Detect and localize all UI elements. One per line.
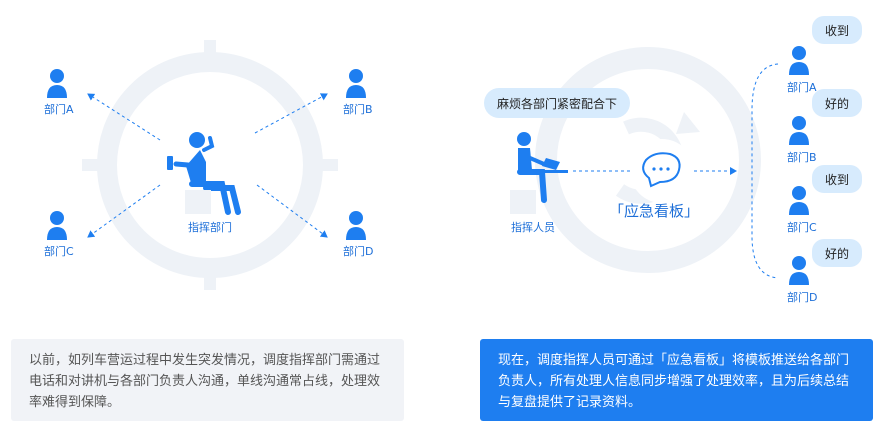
clock-ring-left [82,40,338,290]
reply-bubble-b: 好的 [812,89,862,117]
person-icon [789,46,809,75]
dept-b-label-right: 部门B [787,151,817,164]
reply-bubble-a: 收到 [812,16,862,44]
dispatcher-label: 指挥人员 [511,221,555,234]
person-icon [789,186,809,215]
left-caption: 以前，如列车营运过程中发生突发情况，调度指挥部门需通过电话和对讲机与各部门负责人… [11,339,404,421]
dept-c-label-right: 部门C [787,221,817,234]
person-icon [47,211,67,240]
dept-a-label-right: 部门A [787,81,817,94]
person-icon [47,69,67,98]
chat-board-icon [630,139,694,203]
dept-d-label: 部门D [343,245,374,258]
command-center-label: 指挥部门 [188,221,232,234]
reply-bubble-d: 好的 [812,239,862,267]
dept-a-label: 部门A [44,103,74,116]
dept-c-label: 部门C [44,245,74,258]
person-icon [346,211,366,240]
dept-d-label-right: 部门D [787,291,818,304]
flow-line [573,63,779,279]
dispatcher-icon [510,132,568,214]
commander-icon [167,132,241,215]
speech-bubble: 麻烦各部门紧密配合下 [484,88,630,118]
reply-bubble-c: 收到 [812,165,862,193]
right-caption: 现在，调度指挥人员可通过「应急看板」将模板推送给各部门负责人，所有处理人信息同步… [480,339,873,421]
dept-b-label: 部门B [343,103,373,116]
emergency-board-label: 「应急看板」 [609,202,700,220]
person-icon [789,256,809,285]
arrows-left [87,93,328,238]
person-icon [789,116,809,145]
person-icon [346,69,366,98]
